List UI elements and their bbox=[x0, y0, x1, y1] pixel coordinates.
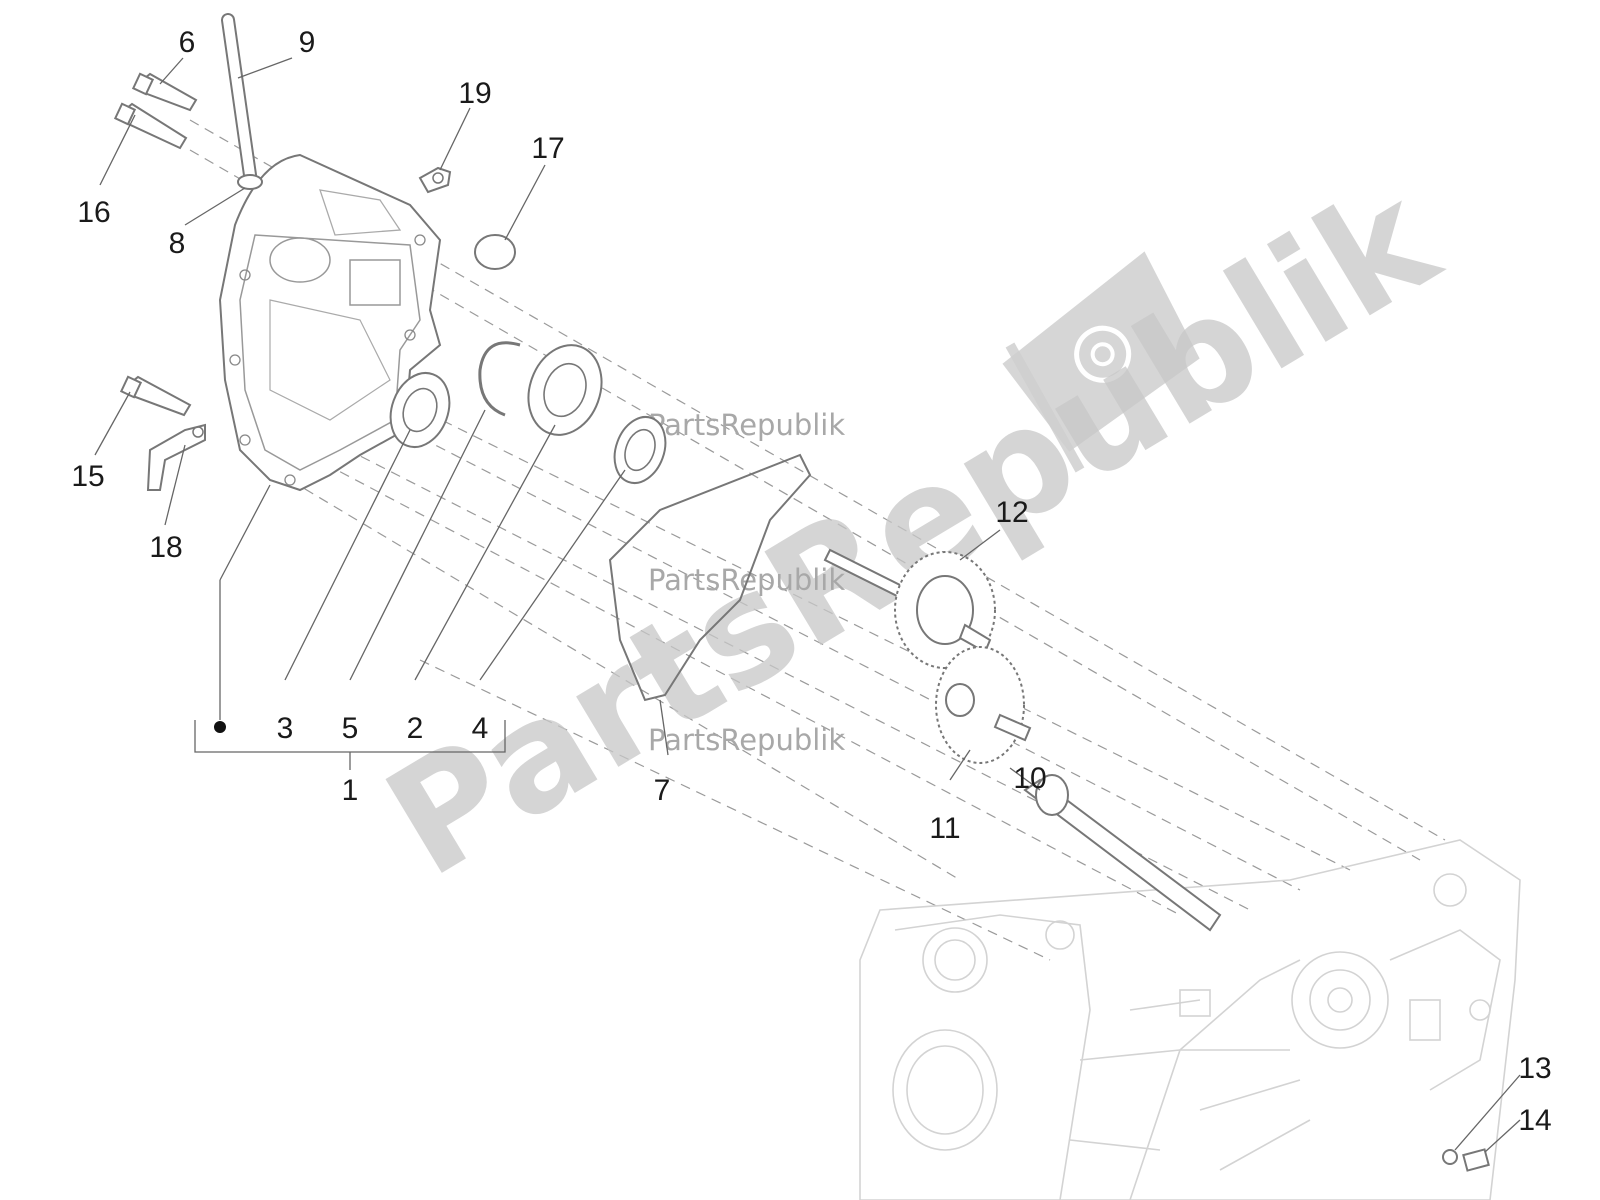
watermark-small-text-1: PartsRepublik bbox=[648, 408, 845, 442]
callout-6: 6 bbox=[179, 26, 196, 59]
leader-lines bbox=[94, 57, 1521, 1153]
callout-7: 7 bbox=[654, 774, 671, 807]
callout-14: 14 bbox=[1518, 1104, 1551, 1137]
callout-15: 15 bbox=[71, 460, 104, 493]
part-9-tube bbox=[221, 13, 257, 182]
callout-11: 11 bbox=[929, 812, 960, 845]
part-13-washer bbox=[1442, 1149, 1458, 1165]
watermark-small-text-3: PartsRepublik bbox=[648, 723, 845, 757]
part-6-bolt bbox=[131, 72, 198, 112]
callouts: 6 9 19 17 16 8 15 18 12 3 5 2 4 1 7 10 1… bbox=[71, 26, 1551, 1137]
part-2-bearing bbox=[527, 344, 603, 436]
gear-flag-icon bbox=[1074, 325, 1132, 383]
callout-19: 19 bbox=[458, 77, 491, 110]
callout-17: 17 bbox=[531, 132, 564, 165]
part-8-clip bbox=[237, 174, 263, 190]
watermark-logo bbox=[1002, 251, 1200, 452]
callout-8: 8 bbox=[169, 227, 186, 260]
part-15-bolt bbox=[119, 375, 192, 417]
callout-9: 9 bbox=[299, 26, 316, 59]
part-11-gear bbox=[935, 646, 1032, 764]
callout-12: 12 bbox=[995, 496, 1028, 529]
callout-5: 5 bbox=[342, 712, 359, 745]
part-18-bracket bbox=[146, 423, 206, 491]
kit-bullet bbox=[214, 721, 226, 733]
engine-crankcase-ghost bbox=[859, 839, 1521, 1200]
callout-1: 1 bbox=[342, 774, 359, 807]
callout-13: 13 bbox=[1518, 1052, 1551, 1085]
part-14-plug bbox=[1462, 1148, 1490, 1172]
callout-2: 2 bbox=[407, 712, 424, 745]
part-12-gear-shaft bbox=[823, 548, 996, 669]
part-7-gasket bbox=[608, 453, 812, 702]
callout-18: 18 bbox=[149, 531, 182, 564]
watermark-big-text: PartsRepublik bbox=[359, 151, 1466, 911]
part-10-shaft bbox=[1023, 774, 1222, 932]
part-17-plug bbox=[474, 234, 516, 270]
watermark: PartsRepublik PartsRepublik PartsRepubli… bbox=[359, 151, 1466, 911]
callout-10: 10 bbox=[1013, 762, 1046, 795]
part-5-circlip bbox=[478, 341, 521, 417]
part-4-seal bbox=[613, 416, 667, 484]
part-3-bearing bbox=[389, 372, 451, 448]
part-19-tab bbox=[418, 166, 452, 194]
part-16-bolt bbox=[113, 102, 188, 150]
callout-4: 4 bbox=[472, 712, 489, 745]
callout-3: 3 bbox=[277, 712, 294, 745]
callout-16: 16 bbox=[77, 196, 110, 229]
